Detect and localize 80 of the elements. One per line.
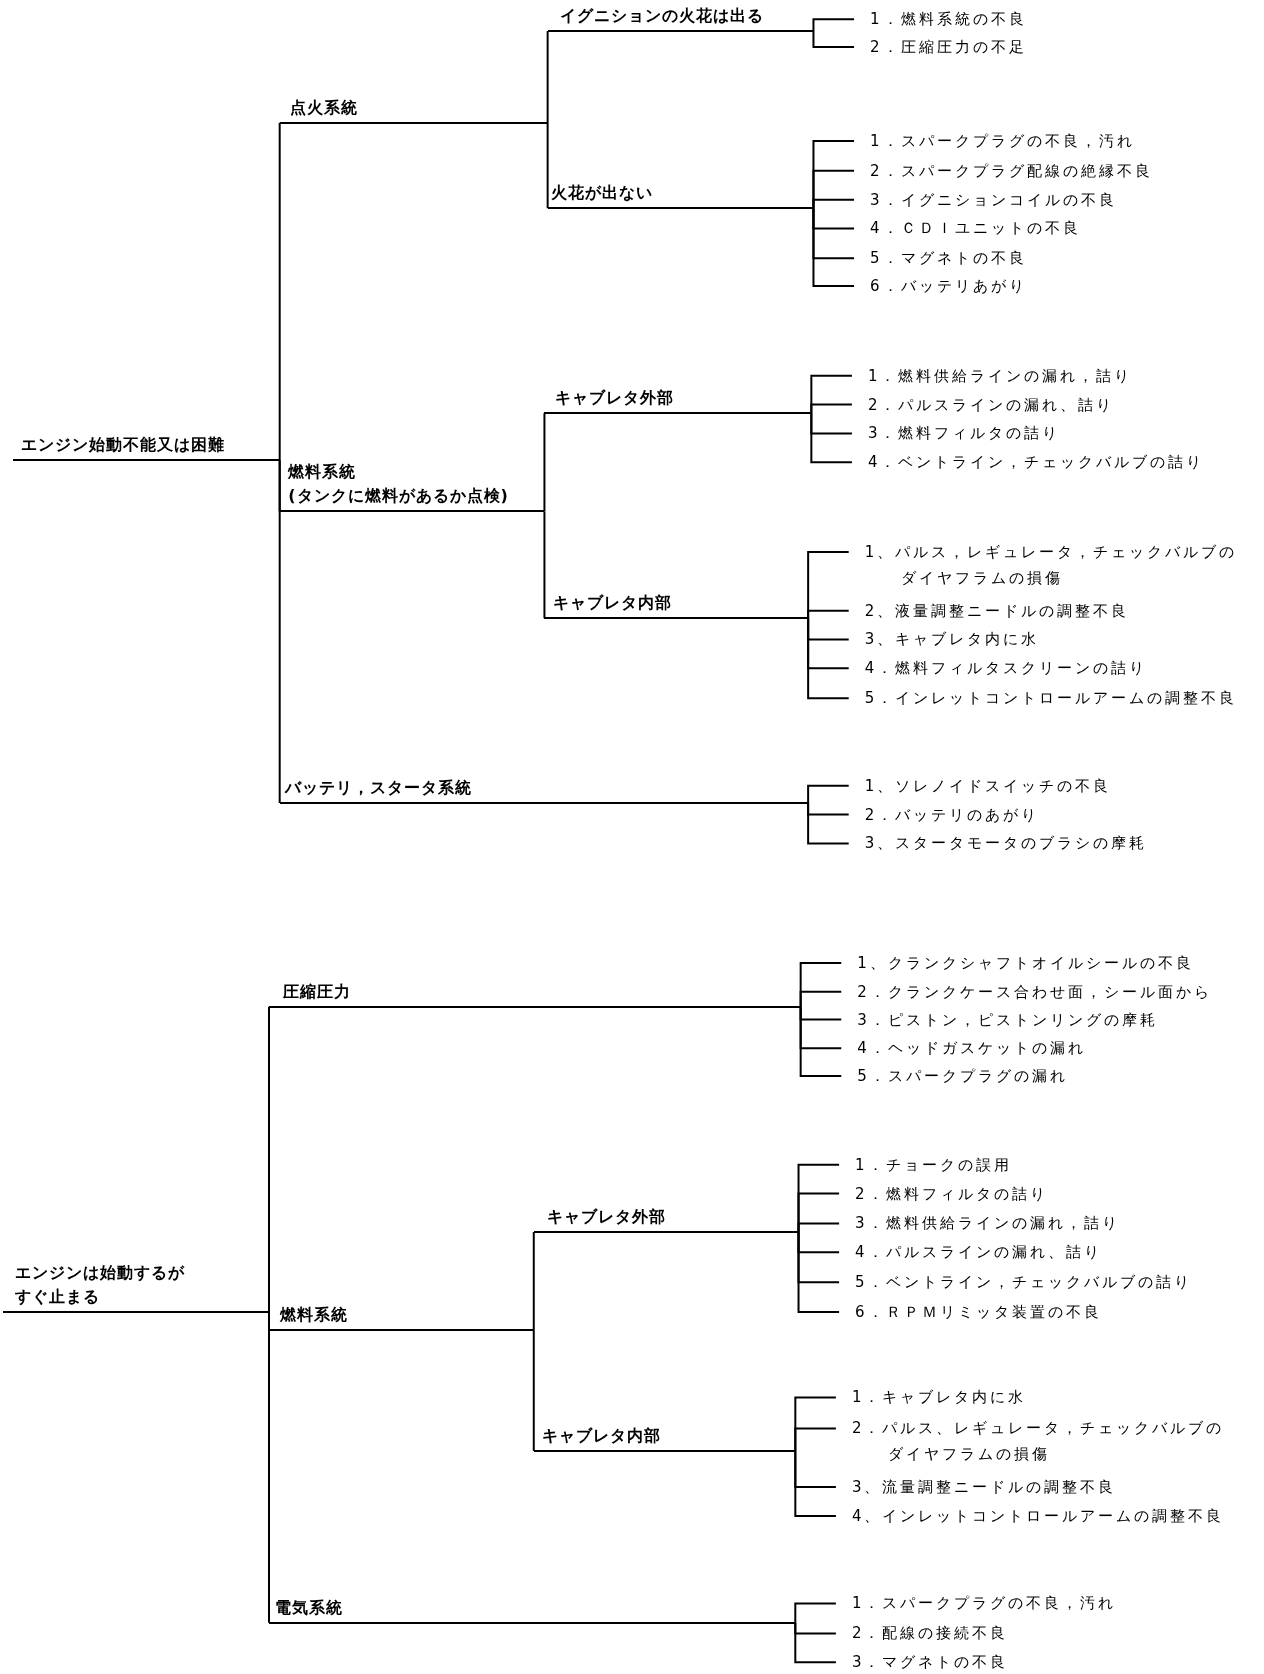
connector-line [807, 617, 850, 700]
branch-label: キャブレタ内部 [533, 1423, 796, 1452]
cause-item: 1．チョークの誤用 [839, 1151, 1012, 1178]
cause-item: 1、パルス，レギュレータ，チェックバルブのダイヤフラムの損傷 [848, 538, 1248, 591]
cause-item: 3、流量調整ニードルの調整不良 [835, 1474, 1117, 1501]
connector-line [797, 1222, 841, 1234]
branch-label: イグニションの火花は出る [547, 4, 814, 32]
cause-item: 5．ベントライン，チェックバルブの詰り [839, 1269, 1192, 1296]
cause-item: 6．バッテリあがり [854, 273, 1027, 300]
cause-item: 3、キャブレタ内に水 [848, 626, 1040, 653]
cause-item: 6．ＲＰＭリミッタ装置の不良 [839, 1299, 1102, 1326]
connector-line [812, 30, 856, 48]
branch-label: キャブレタ外部 [544, 386, 812, 415]
branch-label: 火花が出ない [547, 181, 814, 210]
cause-item: 3、スタータモータのブラシの摩耗 [848, 830, 1148, 857]
branch-label: 点火系統 [279, 95, 548, 124]
cause-item: 3．マグネトの不良 [835, 1649, 1009, 1674]
cause-item: 2．パルス、レギュレータ，チェックバルブのダイヤフラムの損傷 [835, 1415, 1235, 1468]
connector-line [278, 121, 281, 462]
cause-item: 2．スパークプラグ配線の絶縁不良 [854, 157, 1153, 184]
cause-item: 1．燃料系統の不良 [854, 6, 1027, 33]
cause-item: 4、インレットコントロールアームの調整不良 [835, 1502, 1225, 1529]
branch-label: 圧縮圧力 [269, 979, 801, 1008]
cause-item: 3．イグニションコイルの不良 [854, 186, 1117, 213]
connector-line [268, 1311, 270, 1624]
connector-line [807, 784, 850, 804]
connector-line [797, 1231, 841, 1314]
connector-line [546, 30, 549, 124]
cause-item: 1．キャブレタ内に水 [835, 1384, 1027, 1411]
branch-label: 燃料系統 [269, 1303, 534, 1332]
connector-line [812, 18, 856, 32]
branch-label: バッテリ，スタータ系統 [279, 775, 809, 804]
connector-line [794, 1602, 837, 1624]
connector-line [794, 1449, 837, 1517]
branch-label: 電気系統 [269, 1595, 796, 1624]
cause-item: 4．ベントライン，チェックバルブの詰り [851, 449, 1205, 476]
cause-item: 5．インレットコントロールアームの調整不良 [848, 685, 1238, 712]
cause-item: 2．燃料フィルタの詰り [839, 1180, 1048, 1207]
cause-item: 5．スパークプラグの漏れ [841, 1063, 1068, 1090]
cause-item: 3．燃料フィルタの詰り [851, 420, 1061, 447]
connector-line [799, 990, 843, 1008]
cause-item: 1、ソレノイドスイッチの不良 [848, 772, 1112, 799]
connector-line [794, 1427, 837, 1452]
connector-line [543, 510, 546, 620]
connector-line [532, 1231, 535, 1332]
cause-item: 4．ＣＤＩユニットの不良 [854, 215, 1081, 242]
connector-line [812, 198, 856, 210]
branch-label: 燃料系統 (タンクに燃料があるか点検) [279, 460, 545, 513]
cause-item: 2、液量調整ニードルの調整不良 [848, 597, 1130, 624]
connector-line [278, 459, 281, 804]
cause-item: 2．クランクケース合わせ面，シール面から [841, 978, 1212, 1005]
connector-line [812, 207, 856, 288]
cause-item: 2．パルスラインの漏れ、詰り [851, 391, 1115, 418]
connector-line [810, 403, 853, 415]
cause-item: 3．燃料供給ラインの漏れ，詰り [839, 1210, 1120, 1237]
connector-line [532, 1329, 535, 1452]
connector-line [799, 1005, 843, 1078]
connector-line [546, 121, 549, 210]
cause-item: 1．スパークプラグの不良，汚れ [835, 1590, 1117, 1617]
branch-label: エンジンは始動するがすぐ止まる [3, 1261, 269, 1314]
connector-line [810, 412, 853, 464]
connector-line [268, 1005, 270, 1314]
cause-item: 3．ピストン，ピストンリングの摩耗 [841, 1006, 1158, 1033]
connector-line [543, 412, 546, 513]
cause-item: 4．燃料フィルタスクリーンの詰り [848, 655, 1148, 682]
branch-label: キャブレタ外部 [533, 1205, 799, 1234]
cause-item: 2．バッテリのあがり [848, 801, 1040, 828]
cause-item: 2．配線の接続不良 [835, 1620, 1009, 1647]
cause-item: 1．燃料供給ラインの漏れ，詰り [851, 362, 1133, 389]
connector-line [807, 801, 850, 845]
cause-item: 5．マグネトの不良 [854, 245, 1027, 272]
cause-item: 1、クランクシャフトオイルシールの不良 [841, 949, 1194, 976]
cause-item: 4．ヘッドガスケットの漏れ [841, 1035, 1086, 1062]
branch-label: エンジン始動不能又は困難 [12, 433, 280, 462]
cause-item: 2．圧縮圧力の不足 [854, 33, 1027, 60]
cause-item: 1．スパークプラグの不良，汚れ [854, 127, 1135, 154]
cause-item: 4．パルスラインの漏れ、詰り [839, 1239, 1102, 1266]
branch-label: キャブレタ内部 [544, 591, 809, 620]
connector-line [794, 1621, 837, 1664]
connector-line [807, 609, 850, 620]
